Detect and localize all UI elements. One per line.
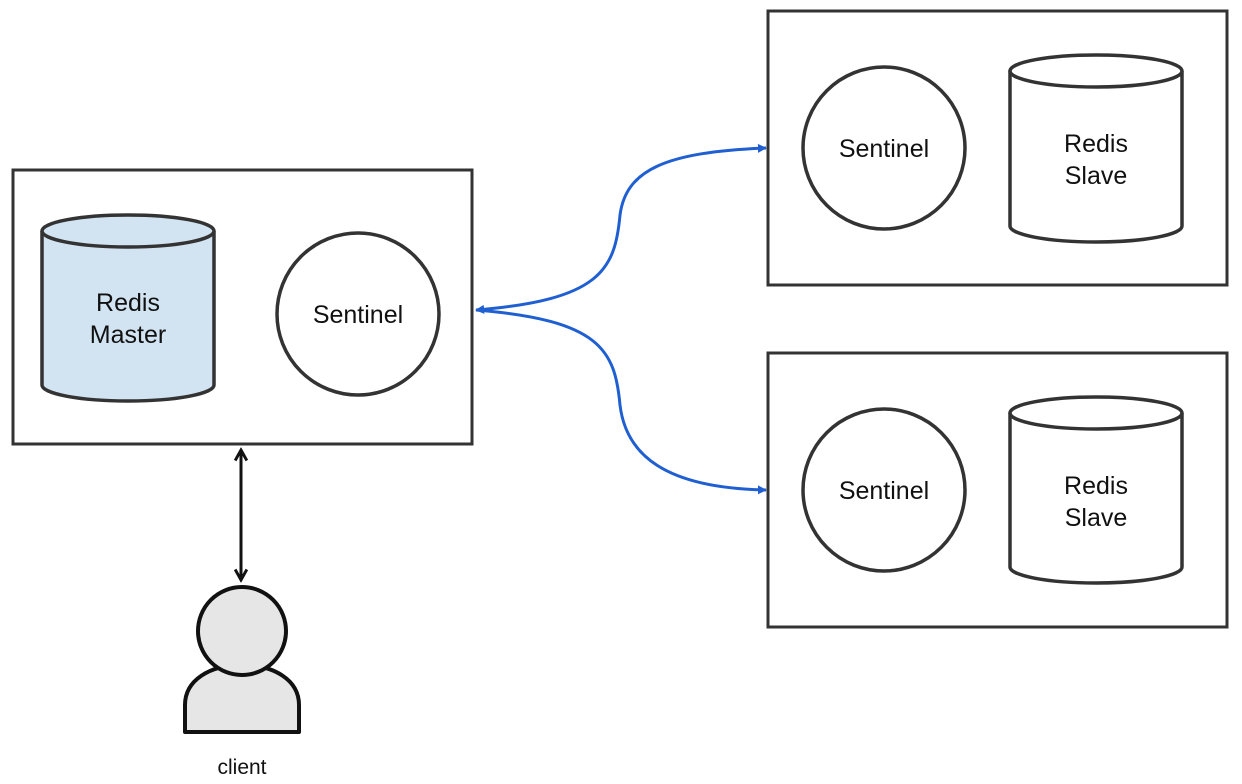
replication-link-top [475, 143, 767, 314]
top-slave-sentinel-label: Sentinel [839, 135, 929, 163]
bottom-redis-slave-label-line1: Redis [1064, 472, 1128, 500]
top-redis-slave-label-line2: Slave [1065, 162, 1128, 190]
top-redis-slave-cylinder-top [1008, 53, 1184, 89]
top-redis-slave-label-line1: Redis [1064, 130, 1128, 158]
bottom-slave-sentinel: Sentinel [801, 407, 967, 573]
slave-node-bottom: Sentinel Redis Slave [766, 351, 1229, 629]
master-sentinel-circle [275, 231, 441, 397]
bottom-slave-sentinel-circle [801, 407, 967, 573]
master-sentinel: Sentinel [275, 231, 441, 397]
slave-node-top: Sentinel Redis Slave [766, 9, 1229, 287]
redis-master-cylinder-body [40, 231, 216, 403]
master-sentinel-label: Sentinel [313, 301, 403, 329]
top-redis-slave-cylinder-body [1008, 71, 1184, 244]
redis-master-label-line2: Master [90, 321, 166, 349]
client-user-icon: client [183, 585, 301, 779]
client-label: client [217, 756, 266, 779]
bottom-redis-slave-cylinder-top [1008, 395, 1184, 431]
top-redis-slave-database: Redis Slave [1008, 53, 1184, 244]
replication-link-bottom [475, 308, 767, 495]
top-slave-sentinel: Sentinel [801, 65, 967, 231]
bottom-slave-sentinel-label: Sentinel [839, 477, 929, 505]
bottom-redis-slave-database: Redis Slave [1008, 395, 1184, 585]
bottom-redis-slave-label-line2: Slave [1065, 504, 1128, 532]
top-slave-sentinel-circle [801, 65, 967, 231]
redis-master-label-line1: Redis [96, 289, 160, 317]
bottom-redis-slave-cylinder-body [1008, 413, 1184, 585]
redis-master-cylinder-top [40, 213, 216, 249]
client-head [196, 585, 288, 677]
master-node: Redis Master Sentinel [11, 168, 474, 446]
redis-master-database: Redis Master [40, 213, 216, 403]
